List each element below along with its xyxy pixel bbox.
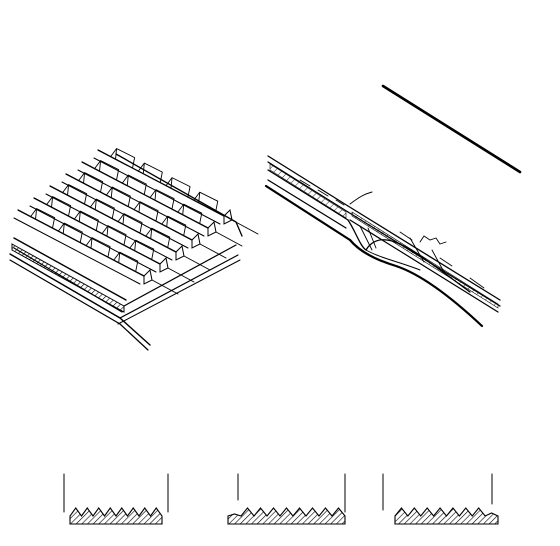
rib-block: [177, 203, 203, 224]
rib-profile-worn-right: [382, 473, 499, 525]
rib-extension: [151, 279, 179, 295]
rib-block: [137, 162, 163, 183]
rib-flank: [29, 205, 157, 273]
rib-block: [30, 208, 56, 229]
belt-back-edge: [115, 153, 243, 237]
rib-block: [73, 210, 99, 231]
rib-block: [89, 198, 115, 219]
rib-ridge: [65, 173, 193, 241]
belt-ribs: [13, 148, 259, 295]
belt-isometric: [9, 148, 259, 351]
rib-end: [159, 256, 169, 273]
rib-block: [133, 201, 159, 222]
rib-block: [101, 225, 127, 246]
rib-block: [121, 174, 147, 195]
rib-block: [113, 251, 139, 272]
rib-block: [129, 239, 155, 260]
rib-block: [62, 184, 88, 205]
rib-ridge: [17, 209, 145, 277]
rib-end: [191, 232, 201, 249]
rib-block: [145, 227, 171, 248]
rib-extension: [215, 231, 243, 247]
rib-ridge: [97, 149, 225, 217]
rib-flank: [13, 217, 141, 285]
rib-flank: [61, 181, 189, 249]
rib-profile-normal: [63, 473, 169, 525]
rib-block: [57, 222, 83, 243]
rib-block: [117, 213, 143, 234]
rib-ridge: [81, 161, 209, 229]
belt-separation-detail: [264, 84, 522, 328]
rib-flank: [77, 169, 205, 237]
rib-block: [46, 196, 72, 217]
rib-block: [161, 215, 187, 236]
rib-flank: [45, 193, 173, 261]
rib-flank: [93, 157, 221, 225]
rib-block: [85, 237, 111, 258]
rib-block: [149, 189, 175, 210]
rib-end: [175, 244, 185, 261]
rib-ridge: [49, 185, 177, 253]
rib-extension: [183, 255, 211, 271]
rib-end: [143, 268, 153, 285]
rib-profile-worn-left: [227, 473, 346, 525]
rib-block: [94, 160, 120, 181]
rib-end: [207, 220, 217, 237]
rib-ridge: [33, 197, 161, 265]
rib-block: [78, 172, 104, 193]
rib-extension: [199, 243, 227, 259]
rib-block: [105, 186, 131, 207]
